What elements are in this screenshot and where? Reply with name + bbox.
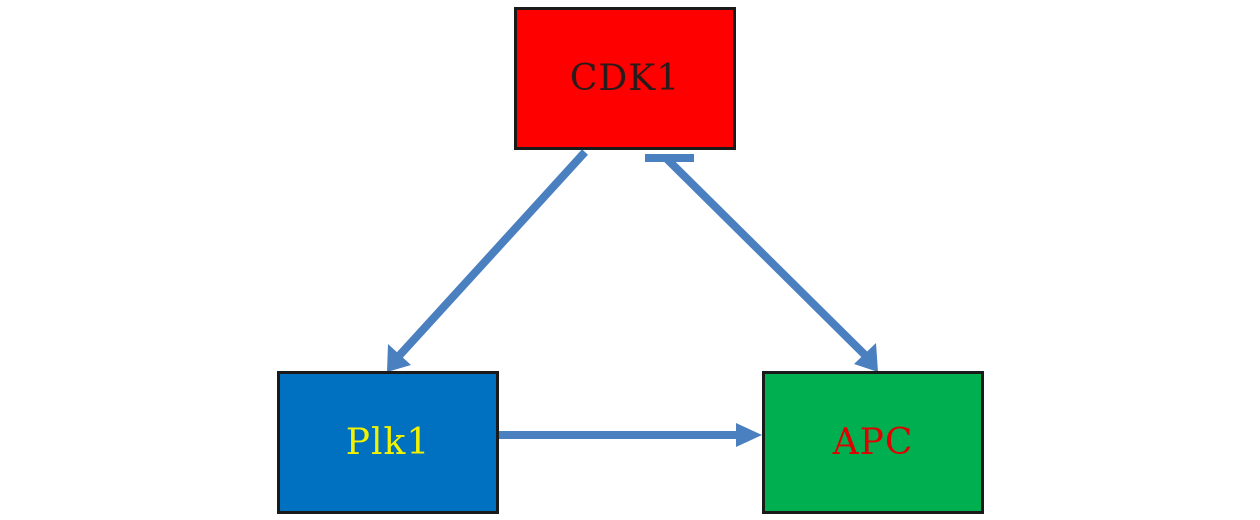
edge-cdk1-apc-link xyxy=(664,156,870,360)
edge-cdk1-to-plk1 xyxy=(395,149,588,360)
node-plk1: Plk1 xyxy=(277,371,499,514)
arrowhead-cdk1-to-plk1 xyxy=(387,344,411,372)
node-cdk1-label: CDK1 xyxy=(569,58,681,99)
node-apc: APC xyxy=(762,371,984,514)
node-cdk1: CDK1 xyxy=(514,7,736,150)
node-plk1-label: Plk1 xyxy=(345,422,431,463)
arrowhead-plk1-to-apc xyxy=(736,423,762,447)
node-apc-label: APC xyxy=(832,422,914,463)
arrowhead-cdk1-to-apc xyxy=(854,343,878,372)
